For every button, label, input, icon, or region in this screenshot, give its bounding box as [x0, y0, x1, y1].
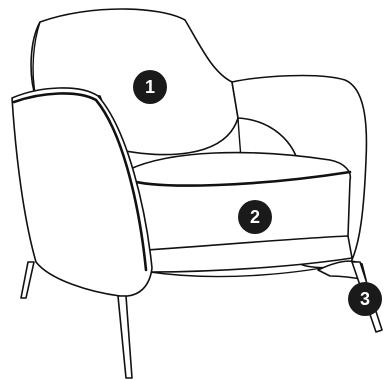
- front-middle-leg: [118, 296, 132, 378]
- callout-1-marker: 1: [133, 70, 167, 104]
- callout-3-marker: 3: [348, 282, 382, 316]
- callout-2-marker: 2: [238, 200, 272, 234]
- front-left-leg: [21, 262, 34, 298]
